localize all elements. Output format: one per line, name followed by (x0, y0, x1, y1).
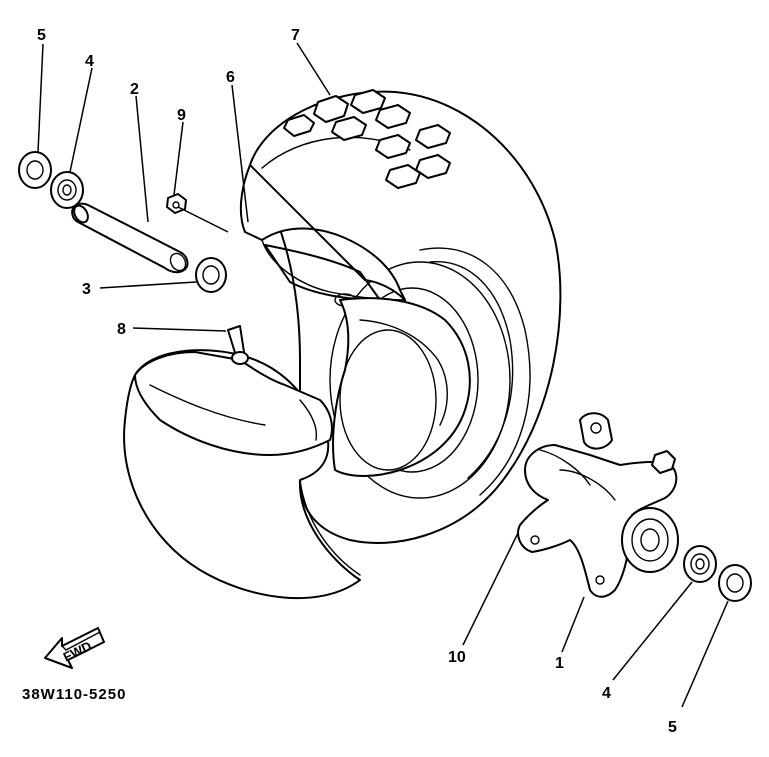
drawing-code: 38W110-5250 (22, 686, 126, 703)
tread-blocks (283, 89, 451, 189)
callout-5-right: 5 (668, 719, 677, 736)
front-hub (517, 412, 679, 598)
tire-front-half (123, 297, 471, 600)
callout-4-left: 4 (85, 53, 94, 70)
fwd-arrow-icon: FWD (44, 627, 105, 669)
callout-labels: 5 4 2 3 9 6 7 8 10 1 4 5 (37, 27, 677, 736)
axle-shaft (71, 202, 189, 274)
leader-lines (37, 42, 729, 708)
callout-2: 2 (130, 81, 139, 98)
callout-10: 10 (448, 649, 466, 666)
callout-7: 7 (291, 27, 300, 44)
callout-6: 6 (226, 69, 235, 86)
oil-seal-left (18, 151, 52, 189)
bearing-inner (195, 257, 227, 293)
fwd-label: FWD (61, 638, 94, 664)
callout-5-left: 5 (37, 27, 46, 44)
bearing-left (50, 171, 84, 209)
callout-9: 9 (177, 107, 186, 124)
bearing-right (683, 545, 717, 583)
callout-1: 1 (555, 655, 564, 672)
tire-valve (227, 325, 249, 365)
callout-8: 8 (117, 321, 126, 338)
oil-seal-right (718, 564, 752, 602)
callout-4-right: 4 (602, 685, 611, 702)
callout-3: 3 (82, 281, 91, 298)
